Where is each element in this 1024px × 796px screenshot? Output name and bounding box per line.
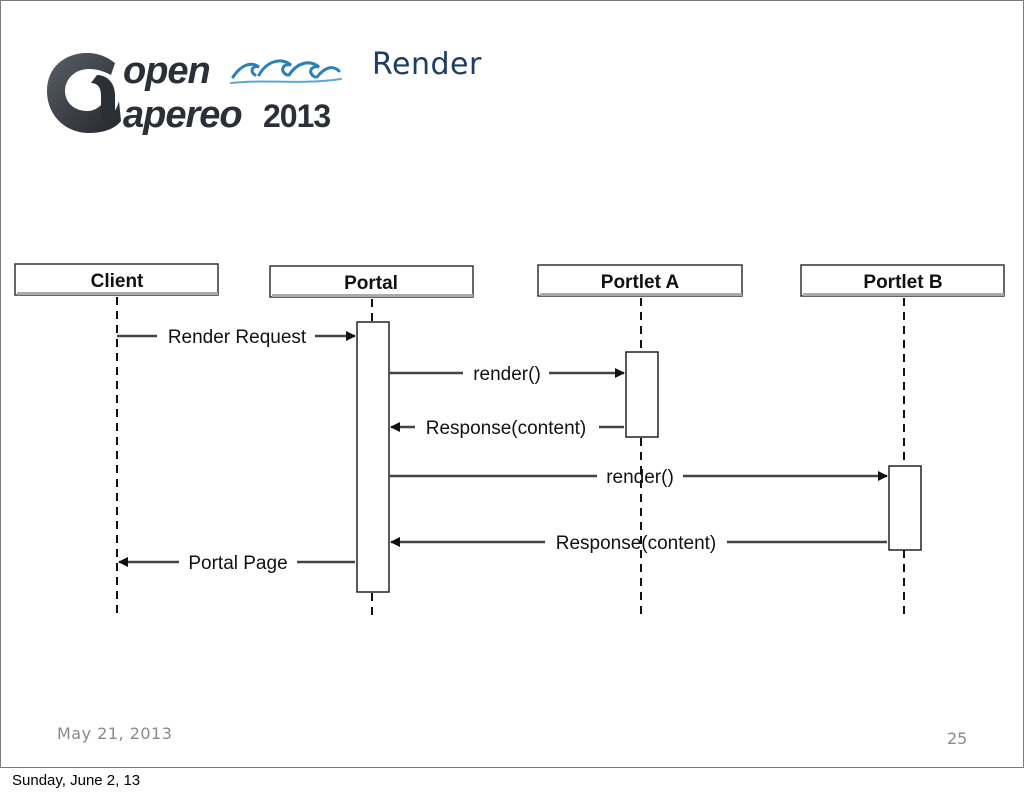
activation-portlet-b	[888, 465, 922, 551]
message-render-request: Render Request	[117, 327, 356, 348]
slide: open apereo 2013 Render Client Portal	[0, 0, 1024, 768]
logo-word-apereo: apereo	[123, 94, 242, 136]
participant-label: Portlet B	[863, 272, 942, 293]
activation-portlet-a	[625, 351, 659, 438]
message-portal-page: Portal Page	[118, 553, 355, 574]
participant-portlet-a: Portlet A	[537, 264, 743, 297]
participant-label: Portal	[344, 273, 398, 294]
logo-year: 2013	[263, 98, 330, 134]
participant-portal: Portal	[269, 265, 474, 298]
message-response-portlet-b: Response(content)	[390, 533, 887, 554]
participant-client: Client	[14, 263, 219, 296]
logo-word-open: open	[123, 50, 210, 92]
slide-title: Render	[372, 47, 482, 82]
participant-label: Portlet A	[601, 272, 680, 293]
message-label: Portal Page	[188, 553, 287, 574]
message-label: Response(content)	[556, 533, 717, 554]
message-response-portlet-a: Response(content)	[390, 418, 624, 439]
slide-date: May 21, 2013	[57, 724, 173, 743]
message-render-portlet-a: render()	[389, 364, 625, 385]
print-date-caption: Sunday, June 2, 13	[12, 772, 141, 789]
message-label: render()	[473, 364, 541, 385]
message-render-portlet-b: render()	[389, 467, 888, 488]
logo-wave-icon	[230, 59, 342, 84]
open-apereo-logo: open apereo 2013	[47, 50, 342, 136]
message-label: Render Request	[168, 327, 307, 348]
participant-portlet-b: Portlet B	[800, 264, 1005, 297]
sequence-diagram: Client Portal Portlet A Portlet B	[14, 263, 1005, 619]
activation-portal	[356, 321, 390, 593]
participant-label: Client	[91, 271, 144, 292]
message-label: Response(content)	[426, 418, 587, 439]
message-label: render()	[606, 467, 674, 488]
slide-page-number: 25	[947, 729, 968, 748]
